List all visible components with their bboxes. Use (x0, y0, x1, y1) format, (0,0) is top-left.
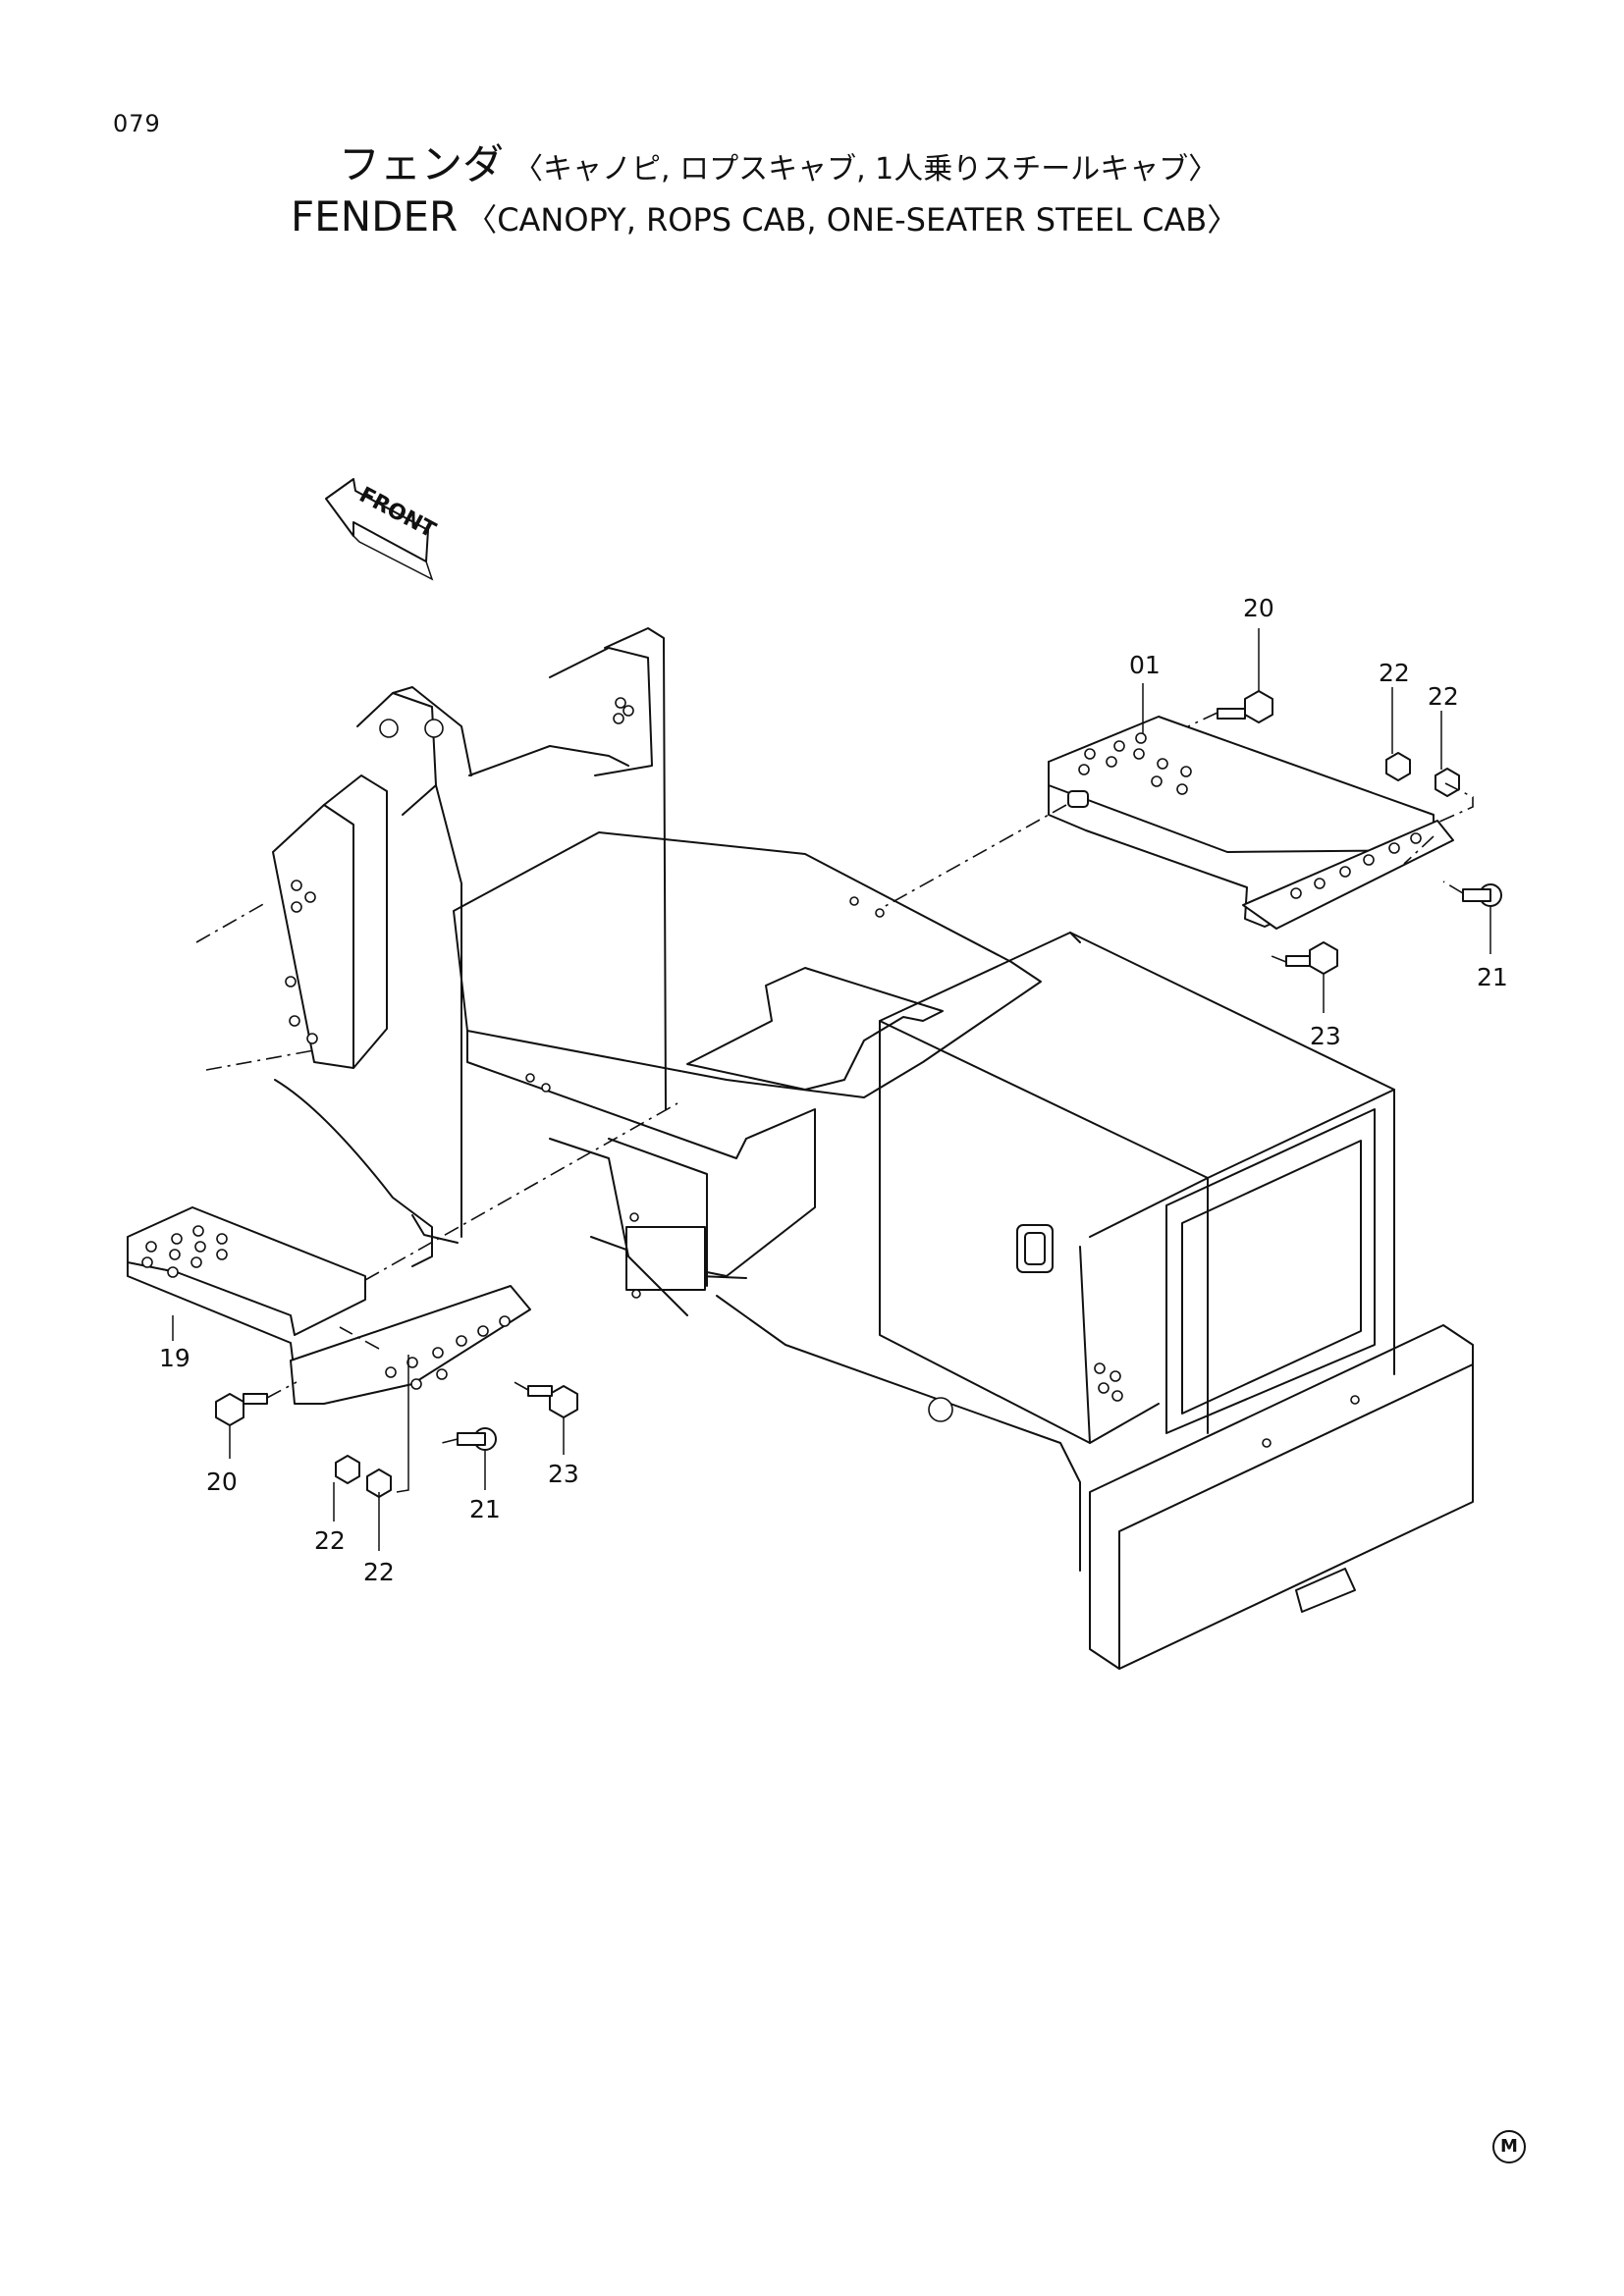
callout-21-right: 21 (1477, 963, 1508, 991)
callout-21-left: 21 (469, 1495, 501, 1523)
assembly-lines (266, 712, 1474, 1444)
left-fasteners (215, 1385, 578, 1498)
callout-labels: 01 20 22 22 21 23 19 20 22 22 21 23 (159, 594, 1508, 1586)
callout-22-right-a: 22 (1379, 659, 1410, 687)
callout-22-left-b: 22 (363, 1558, 395, 1586)
front-label: FRONT (355, 483, 440, 544)
title-japanese: フェンダ〈キャノピ, ロプスキャブ, 1人乗りスチールキャブ〉 (339, 132, 1218, 191)
nut-22-left-a-icon (335, 1455, 360, 1484)
callout-23-left: 23 (548, 1460, 579, 1488)
page-number: 079 (113, 110, 161, 137)
title-english-variants: 〈CANOPY, ROPS CAB, ONE-SEATER STEEL CAB〉 (465, 201, 1239, 239)
nut-22-right-b-icon (1435, 768, 1460, 797)
title-english-main: FENDER (291, 192, 459, 240)
part-01-right-fender-step (1048, 716, 1454, 930)
title-japanese-main: フェンダ (339, 140, 505, 188)
callout-19: 19 (159, 1344, 190, 1372)
bolt-23-right-icon (1309, 941, 1338, 975)
machine-frame (195, 627, 1474, 1670)
right-fasteners (1217, 690, 1502, 975)
title-english: FENDER〈CANOPY, ROPS CAB, ONE-SEATER STEE… (291, 192, 1238, 240)
part-19-holes (141, 1225, 511, 1390)
manufacturer-mark: M (1492, 2130, 1526, 2163)
bolt-23-left-icon (549, 1385, 578, 1418)
title-japanese-variants: 〈キャノピ, ロプスキャブ, 1人乗りスチールキャブ〉 (514, 152, 1218, 187)
nut-22-right-a-icon (1385, 752, 1411, 781)
part-01-holes (1078, 732, 1422, 899)
bolt-20-right-icon (1244, 690, 1273, 723)
front-direction-arrow: FRONT (325, 478, 440, 581)
callout-01: 01 (1129, 651, 1161, 679)
callout-22-right-b: 22 (1428, 682, 1459, 711)
bolt-20-left-icon (215, 1393, 244, 1426)
leader-lines (172, 628, 1491, 1551)
nut-22-left-b-icon (366, 1468, 392, 1498)
callout-23-right: 23 (1310, 1022, 1341, 1050)
part-19-left-fender-step (127, 1206, 531, 1405)
callout-20-right: 20 (1243, 594, 1274, 622)
callout-22-left-a: 22 (314, 1526, 346, 1555)
callout-20-left: 20 (206, 1468, 238, 1496)
